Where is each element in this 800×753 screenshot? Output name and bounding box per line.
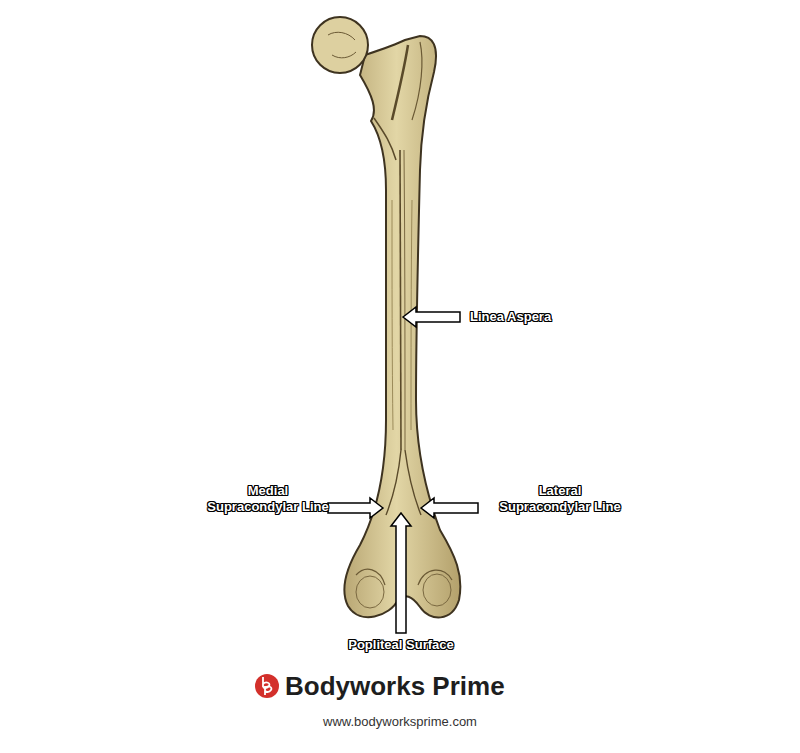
brand-name: Bodyworks Prime [285, 670, 505, 703]
pointer-arrow [403, 307, 460, 327]
website-url: www.bodyworksprime.com [323, 714, 477, 730]
part-label: Popliteal Surface [348, 637, 453, 653]
pointer-arrow [421, 498, 478, 518]
femur-bone [312, 17, 460, 617]
pointer-arrow [391, 513, 411, 633]
brand-logo [255, 674, 279, 698]
part-label: Medial Supracondylar Line [202, 483, 334, 516]
part-label: Linea Aspera [470, 309, 551, 325]
pointer-arrow [328, 498, 383, 518]
pointer-arrows [328, 307, 478, 633]
part-label: Lateral Supracondylar Line [494, 483, 626, 516]
